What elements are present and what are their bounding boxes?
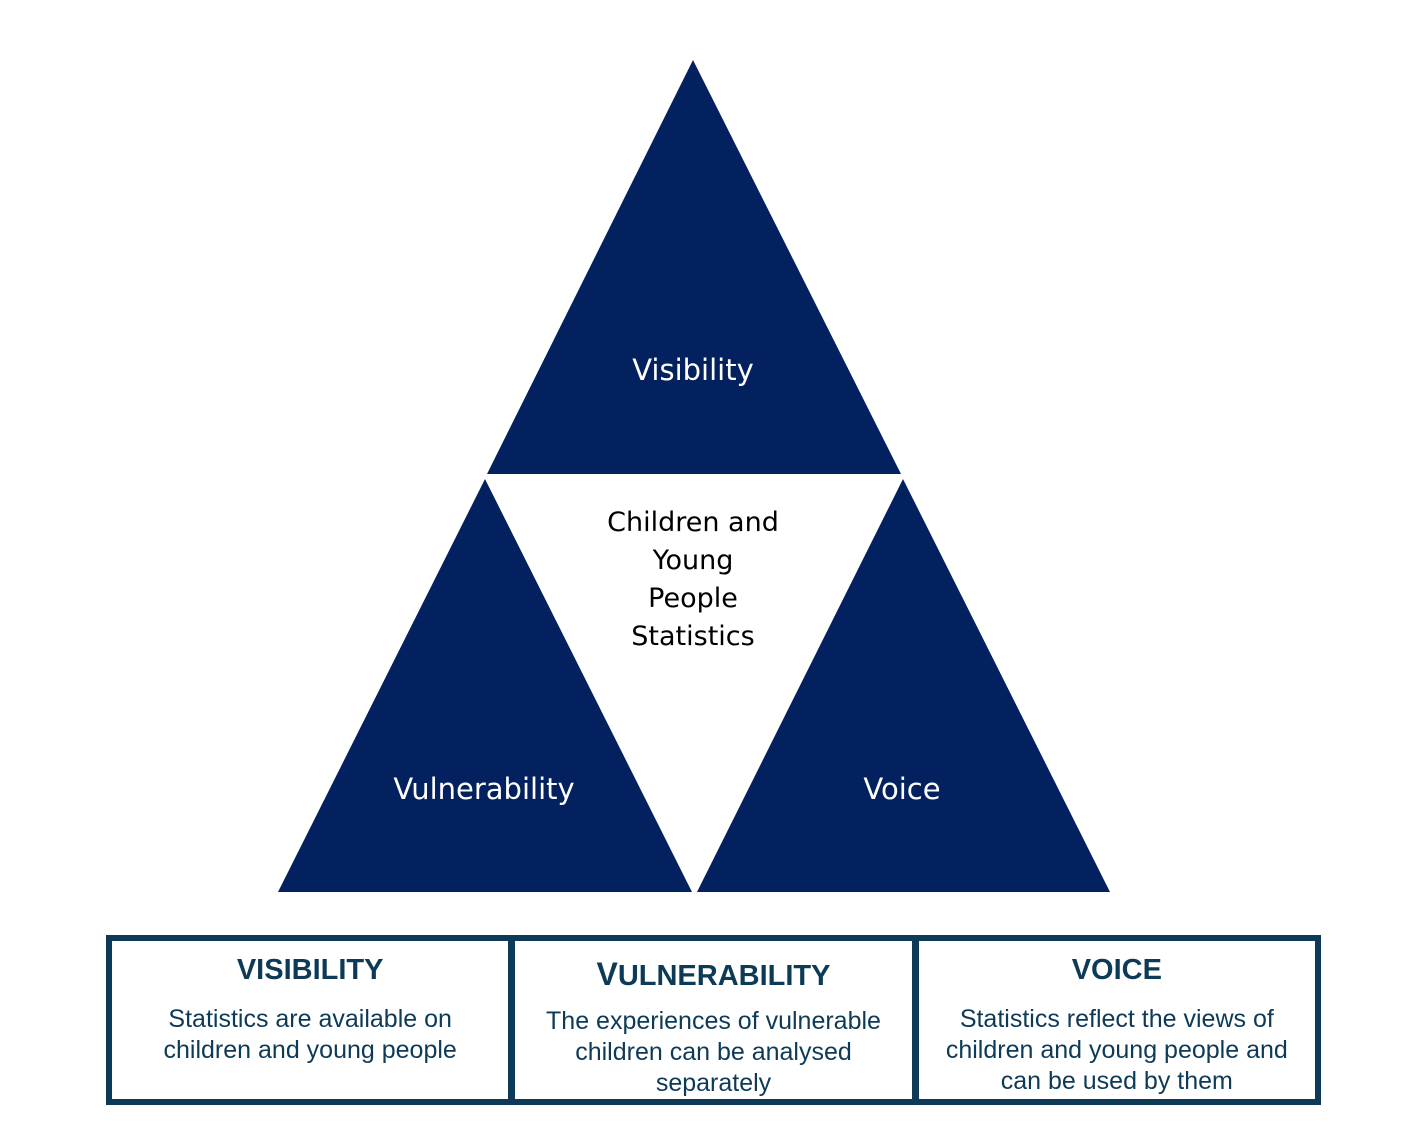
- center-label-line-4: Statistics: [631, 621, 754, 652]
- visibility-label: Visibility: [632, 353, 754, 387]
- visibility-triangle: [487, 60, 901, 474]
- definitions-table: VISIBILITY Statistics are available on c…: [106, 935, 1321, 1105]
- vulnerability-triangle: [278, 479, 692, 892]
- visibility-description: Statistics are available on children and…: [163, 1005, 457, 1064]
- vulnerability-heading: VULNERABILITY: [515, 957, 911, 993]
- voice-triangle: [697, 479, 1110, 892]
- center-label-line-2: Young: [652, 545, 734, 576]
- vulnerability-heading-rest: ULNERABILITY: [617, 960, 831, 992]
- voice-description: Statistics reflect the views of children…: [945, 1005, 1288, 1095]
- voice-cell: VOICE Statistics reflect the views of ch…: [918, 941, 1315, 1099]
- voice-label: Voice: [863, 772, 940, 806]
- voice-heading: VOICE: [1071, 954, 1162, 986]
- vulnerability-description: The experiences of vulnerable children c…: [546, 1007, 881, 1097]
- visibility-heading: VISIBILITY: [236, 954, 384, 986]
- center-label-line-1: Children and: [607, 507, 779, 538]
- vulnerability-cell: VULNERABILITY The experiences of vulnera…: [515, 941, 912, 1099]
- center-label-line-3: People: [648, 583, 738, 614]
- vulnerability-label: Vulnerability: [393, 772, 574, 806]
- vulnerability-heading-first-letter: V: [596, 956, 618, 992]
- visibility-cell: VISIBILITY Statistics are available on c…: [112, 941, 509, 1099]
